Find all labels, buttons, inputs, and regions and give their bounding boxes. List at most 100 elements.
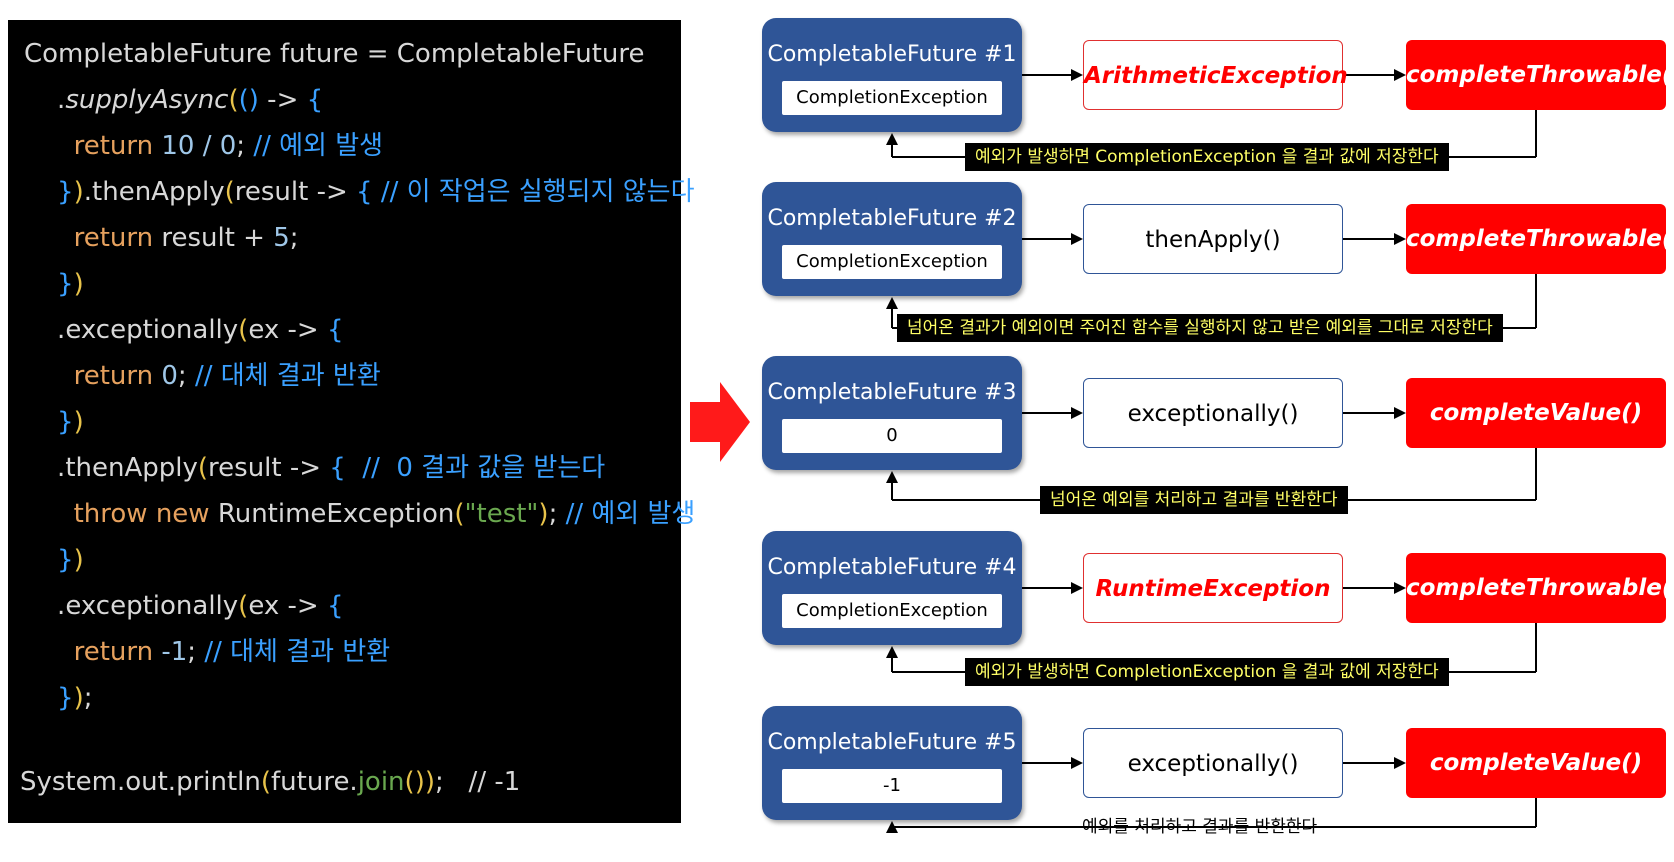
result-method-box: completeThrowable() bbox=[1406, 40, 1674, 110]
code-line: return -1; // 대체 결과 반환 bbox=[24, 636, 391, 668]
future-value: CompletionException bbox=[782, 245, 1002, 279]
result-method-box: completeValue() bbox=[1406, 378, 1666, 448]
code-token: () bbox=[238, 85, 259, 115]
future-value: 0 bbox=[782, 419, 1002, 453]
code-token: join bbox=[357, 767, 405, 797]
code-token: ; bbox=[548, 499, 566, 529]
code-token: . bbox=[24, 85, 66, 115]
future-value: -1 bbox=[782, 769, 1002, 803]
arrowhead-icon bbox=[1071, 69, 1083, 81]
code-token: "test" bbox=[464, 499, 539, 529]
code-token: return bbox=[24, 131, 162, 161]
code-token: } bbox=[24, 269, 74, 299]
code-token: } bbox=[24, 177, 74, 207]
result-method-box: completeThrowable() bbox=[1406, 553, 1674, 623]
code-line: return 0; // 대체 결과 반환 bbox=[24, 360, 381, 392]
code-line: CompletableFuture future = CompletableFu… bbox=[24, 38, 645, 70]
code-token: ( bbox=[197, 453, 209, 483]
result-method-box: completeThrowable() bbox=[1406, 204, 1674, 274]
transition-arrow-icon bbox=[690, 382, 750, 462]
code-token: ; // -1 bbox=[435, 767, 521, 797]
arrowhead-icon bbox=[1394, 233, 1406, 245]
exception-box: RuntimeException bbox=[1083, 553, 1343, 623]
arrowhead-icon bbox=[1071, 407, 1083, 419]
flow-caption: 예외를 처리하고 결과를 반환한다 bbox=[1082, 817, 1318, 837]
code-token: ( bbox=[238, 591, 249, 621]
code-token: RuntimeException bbox=[217, 499, 455, 529]
code-token: ) bbox=[73, 269, 84, 299]
operation-box: exceptionally() bbox=[1083, 378, 1343, 448]
code-token: ( bbox=[224, 177, 235, 207]
future-value: CompletionException bbox=[782, 594, 1002, 628]
arrowhead-icon bbox=[1394, 582, 1406, 594]
arrowhead-icon bbox=[1394, 69, 1406, 81]
code-token: // 대체 결과 반환 bbox=[204, 637, 391, 667]
code-token: result -> bbox=[208, 453, 330, 483]
arrowhead-icon bbox=[886, 297, 898, 309]
exception-box: ArithmeticException bbox=[1083, 40, 1348, 110]
code-token: ) bbox=[73, 545, 84, 575]
code-token: future. bbox=[271, 767, 358, 797]
result-method-box: completeValue() bbox=[1406, 728, 1666, 798]
code-token: -> bbox=[258, 85, 307, 115]
code-panel: CompletableFuture future = CompletableFu… bbox=[8, 20, 695, 823]
code-token: throw new bbox=[24, 499, 218, 529]
code-token: ) bbox=[73, 177, 84, 207]
code-token: // 예외 발생 bbox=[565, 499, 696, 529]
arrowhead-icon bbox=[1394, 757, 1406, 769]
code-token: () bbox=[404, 767, 425, 797]
code-token: return bbox=[24, 637, 162, 667]
arrowhead-icon bbox=[1071, 233, 1083, 245]
code-token: ( bbox=[238, 315, 249, 345]
future-title: CompletableFuture #5 bbox=[767, 730, 1017, 755]
code-token: ( bbox=[228, 85, 239, 115]
code-token: .exceptionally bbox=[24, 315, 239, 345]
operation-box: thenApply() bbox=[1083, 204, 1343, 274]
completable-future-box: CompletableFuture #2 CompletionException bbox=[762, 182, 1022, 296]
code-token: 10 / 0 bbox=[161, 131, 237, 161]
code-token: // 예외 발생 bbox=[253, 131, 384, 161]
completable-future-box: CompletableFuture #3 0 bbox=[762, 356, 1022, 470]
flow-caption: 예외가 발생하면 CompletionException 을 결과 값에 저장한… bbox=[965, 143, 1449, 171]
code-token: ex -> bbox=[248, 315, 327, 345]
completable-future-box: CompletableFuture #1 CompletionException bbox=[762, 18, 1022, 132]
code-token: ; bbox=[236, 131, 254, 161]
code-token: { bbox=[326, 315, 344, 345]
code-token: .thenApply bbox=[24, 453, 198, 483]
code-token: ; bbox=[83, 683, 93, 713]
completable-future-box: CompletableFuture #5 -1 bbox=[762, 706, 1022, 820]
code-line: }); bbox=[24, 682, 93, 714]
code-token: CompletableFuture future = CompletableFu… bbox=[24, 39, 645, 69]
future-title: CompletableFuture #2 bbox=[767, 206, 1017, 231]
code-line: }) bbox=[24, 268, 84, 300]
code-token: .thenApply bbox=[83, 177, 225, 207]
code-line: return 10 / 0; // 예외 발생 bbox=[24, 130, 383, 162]
future-value: CompletionException bbox=[782, 81, 1002, 115]
flow-caption: 넘어온 예외를 처리하고 결과를 반환한다 bbox=[1040, 486, 1348, 514]
code-line: .supplyAsync(() -> { bbox=[24, 84, 323, 116]
flow-caption: 예외가 발생하면 CompletionException 을 결과 값에 저장한… bbox=[965, 658, 1449, 686]
arrowhead-icon bbox=[1071, 582, 1083, 594]
code-token: ( bbox=[260, 767, 272, 797]
future-title: CompletableFuture #3 bbox=[767, 380, 1017, 405]
code-token: } bbox=[24, 407, 74, 437]
code-token: ) bbox=[424, 767, 435, 797]
code-token: result -> bbox=[234, 177, 357, 207]
code-token: } bbox=[24, 683, 74, 713]
code-token: -1 bbox=[161, 637, 188, 667]
arrowhead-icon bbox=[886, 821, 898, 833]
code-token: ) bbox=[538, 499, 549, 529]
future-title: CompletableFuture #1 bbox=[767, 42, 1017, 67]
code-token: // 대체 결과 반환 bbox=[194, 361, 381, 391]
code-line: return result + 5; bbox=[24, 222, 299, 254]
code-token: { bbox=[306, 85, 324, 115]
arrowhead-icon bbox=[886, 646, 898, 658]
code-token: ( bbox=[454, 499, 465, 529]
code-token: ex -> bbox=[248, 591, 327, 621]
code-line: }).thenApply(result -> { // 이 작업은 실행되지 않… bbox=[24, 176, 695, 208]
code-token: { // 이 작업은 실행되지 않는다 bbox=[356, 177, 695, 207]
code-line: System.out.println(future.join()); // -1 bbox=[20, 766, 520, 798]
code-line: .thenApply(result -> { // 0 결과 값을 받는다 bbox=[24, 452, 605, 484]
code-token: .exceptionally bbox=[24, 591, 239, 621]
code-line: .exceptionally(ex -> { bbox=[24, 314, 344, 346]
